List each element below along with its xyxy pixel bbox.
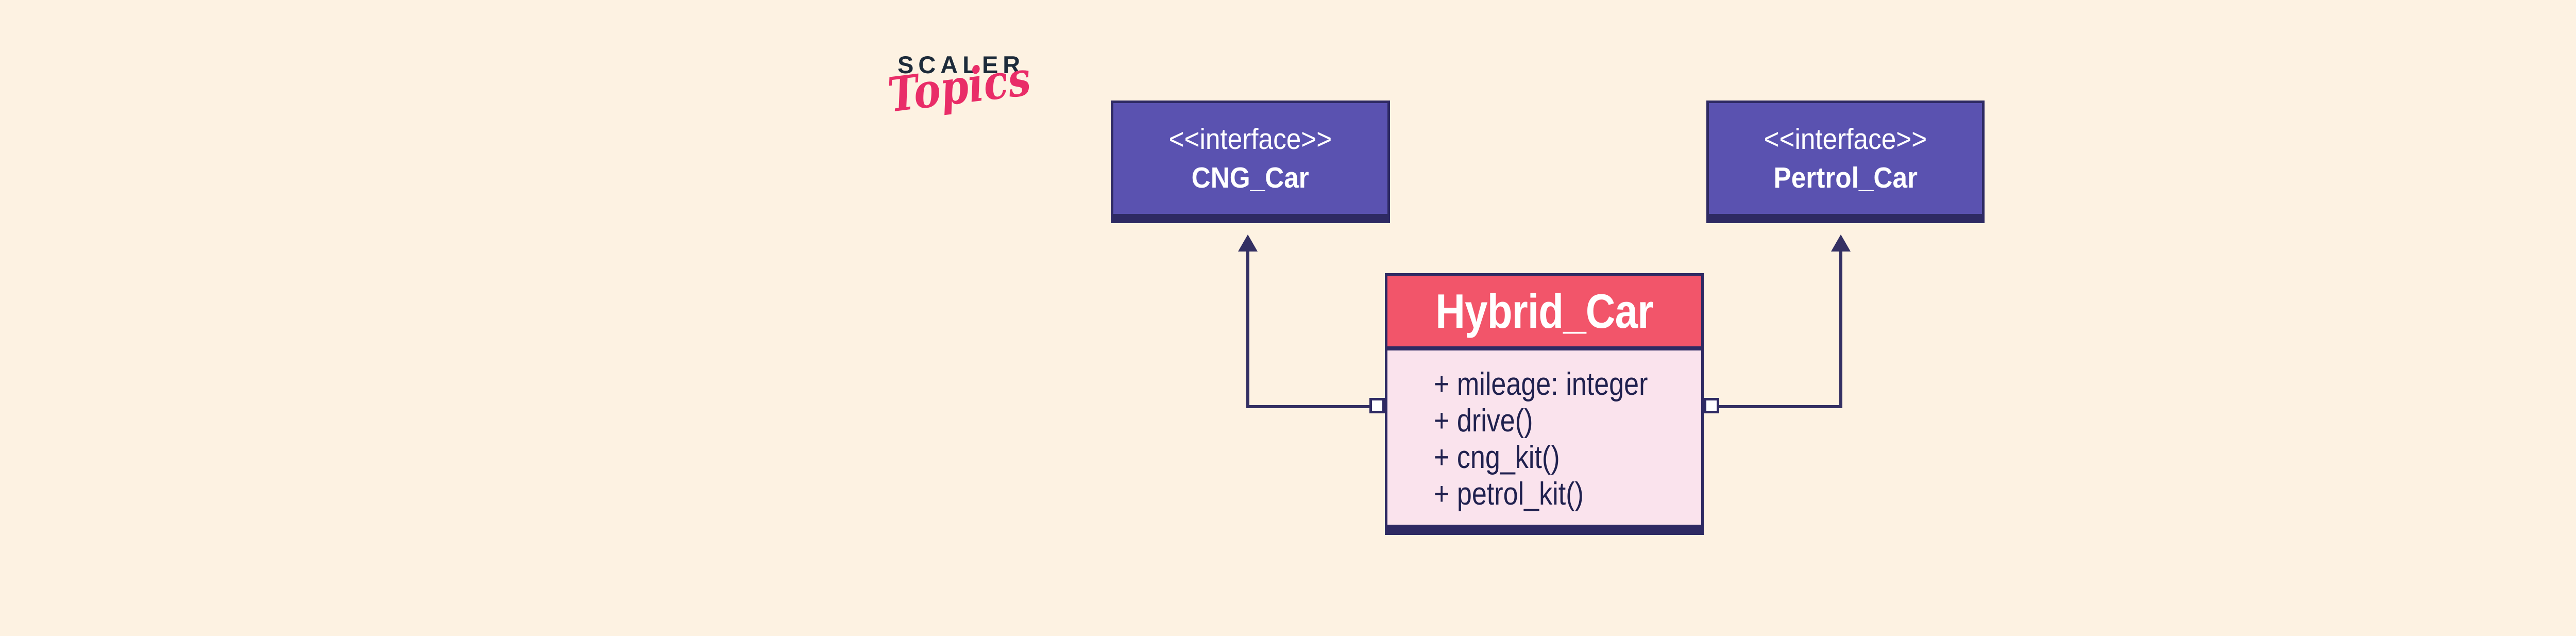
class-header: Hybrid_Car xyxy=(1387,276,1701,350)
class-member: + petrol_kit() xyxy=(1434,476,1584,512)
class-member: + drive() xyxy=(1434,403,1533,439)
up-arrowhead-right-icon xyxy=(1831,235,1851,252)
interface-box-cng-car: <<interface>> CNG_Car xyxy=(1111,101,1390,223)
logo-wordmark-scaler: SCALER xyxy=(897,51,1025,78)
class-member: + mileage: integer xyxy=(1434,366,1648,402)
interface-stereotype: <<interface>> xyxy=(1764,122,1927,156)
realization-line-left-vertical xyxy=(1246,252,1249,408)
interface-name-cng-car: CNG_Car xyxy=(1191,161,1310,194)
interface-box-pertrol-car: <<interface>> Pertrol_Car xyxy=(1706,101,1985,223)
class-member-list: + mileage: integer + drive() + cng_kit()… xyxy=(1387,350,1701,512)
up-arrowhead-left-icon xyxy=(1238,235,1258,252)
interface-name-pertrol-car: Pertrol_Car xyxy=(1773,161,1918,194)
interface-stereotype: <<interface>> xyxy=(1168,122,1332,156)
connector-handle-left xyxy=(1369,398,1385,413)
realization-line-right-horizontal xyxy=(1718,405,1841,408)
realization-line-right-vertical xyxy=(1839,252,1842,408)
class-name: Hybrid_Car xyxy=(1435,283,1653,338)
realization-line-left-horizontal xyxy=(1248,405,1370,408)
class-member: + cng_kit() xyxy=(1434,440,1560,475)
scaler-topics-logo: SCALER Topics xyxy=(885,46,1050,144)
connector-handle-right xyxy=(1704,398,1719,413)
class-box-hybrid-car: Hybrid_Car + mileage: integer + drive() … xyxy=(1385,273,1704,535)
